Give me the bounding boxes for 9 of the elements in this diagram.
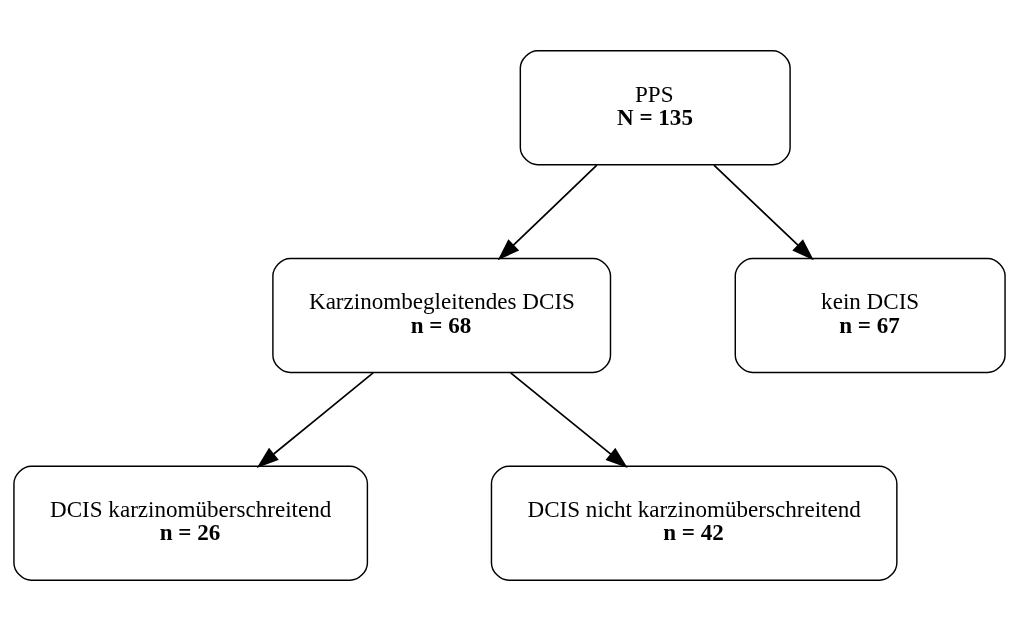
arrow xyxy=(497,163,598,260)
arrow xyxy=(713,163,814,260)
node-box: DCIS karzinomüberschreitend n = 26 xyxy=(13,465,369,581)
node-box: DCIS nicht karzinomüberschreitend n = 42 xyxy=(490,465,898,581)
node-box: PPS N = 135 xyxy=(519,49,791,165)
node-box: Karzinombegleitendes DCIS n = 68 xyxy=(272,257,612,373)
arrow xyxy=(256,371,374,468)
arrow xyxy=(509,371,628,468)
node-box: kein DCIS n = 67 xyxy=(734,257,1006,373)
